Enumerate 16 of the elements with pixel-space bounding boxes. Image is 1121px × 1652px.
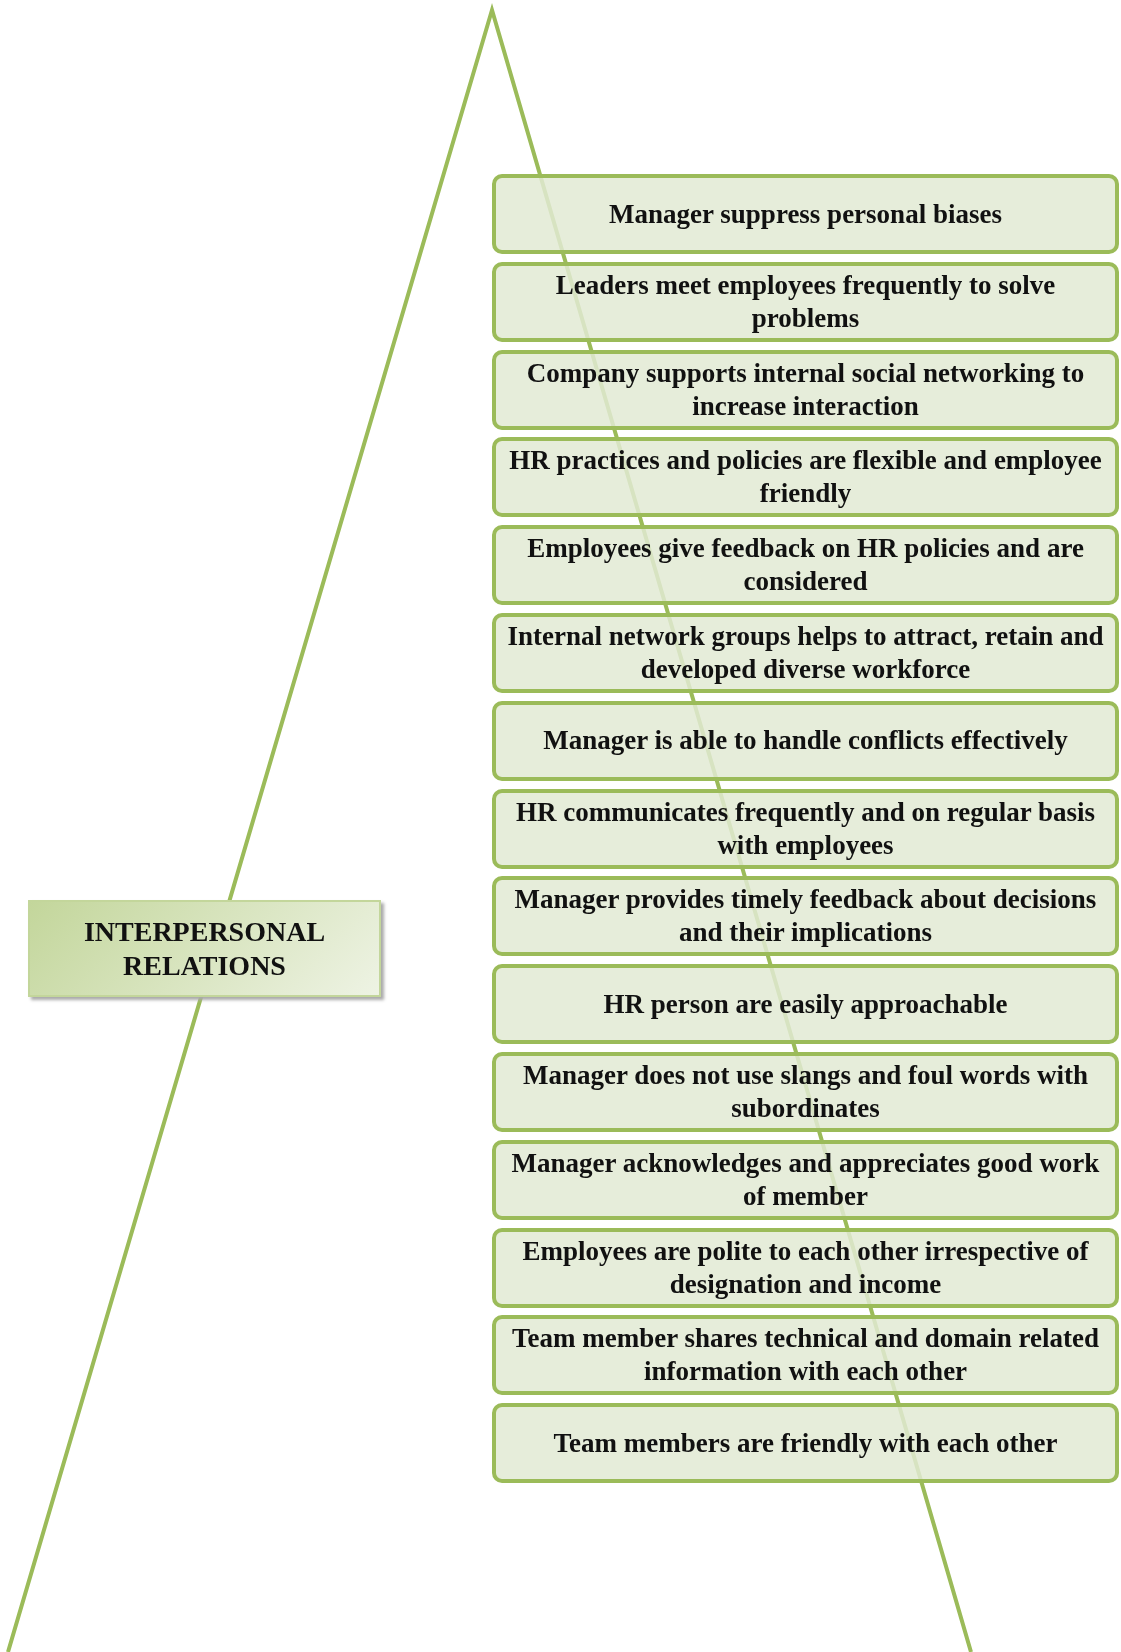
statement-box: Employees give feedback on HR policies and are considered <box>492 525 1119 606</box>
statement-box: Manager suppress personal biases <box>492 174 1119 254</box>
statement-box: Manager does not use slangs and foul words with subordinates <box>492 1052 1119 1132</box>
statement-box: Team members are friendly with each other <box>492 1403 1119 1484</box>
statement-box: Manager acknowledges and appreciates good work of member <box>492 1139 1119 1220</box>
statement-box: Team member shares technical and domain related information with each other <box>492 1315 1119 1396</box>
statement-box: Leaders meet employees frequently to solve problems <box>492 261 1119 342</box>
statement-box: HR person are easily approachable <box>492 964 1119 1045</box>
statement-box: HR practices and policies are flexible and employee friendly <box>492 437 1119 518</box>
statement-box: Internal network groups helps to attract, retain and developed diverse workforce <box>492 613 1119 693</box>
title-box: INTERPERSONAL RELATIONS <box>28 900 381 997</box>
statement-box: Manager provides timely feedback about decisions and their implications <box>492 876 1119 957</box>
statement-box: Manager is able to handle conflicts effectively <box>492 700 1119 781</box>
statement-box: HR communicates frequently and on regular basis with employees <box>492 788 1119 869</box>
statement-box: Company supports internal social networking to increase interaction <box>492 349 1119 430</box>
statement-box: Employees are polite to each other irrespective of designation and income <box>492 1227 1119 1308</box>
